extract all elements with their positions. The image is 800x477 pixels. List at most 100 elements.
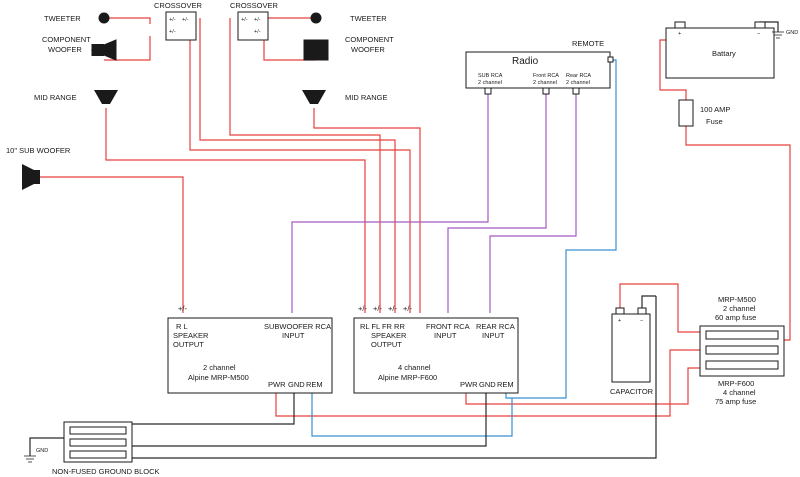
fuse-to-fuseblock-wire — [685, 126, 791, 341]
f600-name-1: 4 channel — [398, 363, 431, 372]
fuse-slot-icon — [705, 360, 779, 370]
left-mid-wire — [105, 108, 366, 313]
right-woofer: COMPONENT WOOFER — [303, 35, 394, 61]
mid-right-label: MID RANGE — [345, 93, 388, 102]
crossover-terminal: +/- — [254, 29, 261, 35]
battery-box — [665, 27, 775, 79]
m500-gnd-wire — [130, 393, 295, 425]
radio-sub-label-2: 2 channel — [478, 80, 502, 86]
left-woofer: COMPONENT WOOFER — [42, 35, 117, 61]
crossover-terminal: +/- — [169, 29, 176, 35]
fuse-slot-icon — [705, 330, 779, 340]
woofer-right-label-1: COMPONENT — [345, 35, 394, 44]
tweeter-left-label: TWEETER — [44, 14, 81, 23]
m500-gnd: GND — [288, 380, 305, 389]
f600-pwr: PWR — [460, 380, 478, 389]
battery-terminal-icon — [674, 21, 686, 29]
ground-block-to-earth-wire — [29, 437, 64, 456]
rca-jack-icon — [572, 87, 580, 95]
left-crossover-wire-2 — [199, 18, 396, 313]
left-tweeter: TWEETER — [44, 12, 110, 24]
amp-m500: +/- R L SPEAKER OUTPUT SUBWOOFER RCA INP… — [167, 304, 333, 394]
fuse-icon — [678, 99, 694, 127]
radio-front-label-2: 2 channel — [533, 80, 557, 86]
right-woofer-wire — [263, 36, 316, 61]
ground-slot-icon — [69, 450, 127, 459]
m500-remote-wire — [311, 393, 513, 437]
remote-wires — [311, 59, 617, 437]
crossover-box — [165, 11, 197, 41]
fuseblock-to-cap-wire — [619, 283, 700, 333]
m500-speaker-out-1: R L — [176, 322, 188, 331]
fuseblock-to-m500-pwr-wire — [275, 349, 700, 417]
f600-front-in-1: FRONT RCA — [426, 322, 470, 331]
f600-front-in-2: INPUT — [434, 331, 457, 340]
crossover-terminal: +/- — [241, 17, 248, 23]
rear-rca-wire — [489, 93, 577, 313]
radio-sub-label-1: SUB RCA — [478, 73, 503, 79]
woofer-left-label-2: WOOFER — [48, 45, 82, 54]
capacitor: + − CAPACITOR — [610, 307, 654, 396]
radio-label: Radio — [512, 56, 539, 67]
right-mid-wire — [313, 108, 421, 313]
fuse-block-top-3: 60 amp fuse — [715, 313, 756, 322]
cap-gnd-wire — [130, 296, 657, 459]
battery: + − Battary GND — [665, 21, 798, 79]
f600-polarity-fr: +/- — [388, 304, 397, 313]
remote-terminal-icon — [607, 56, 614, 63]
sub-woofer-icon — [22, 164, 40, 190]
cap-minus: − — [640, 318, 643, 324]
fuseblock-to-f600-pwr-wire — [465, 367, 700, 405]
cap-terminal-icon — [615, 307, 625, 315]
battery-minus: − — [757, 31, 760, 37]
right-tweeter-wire — [263, 17, 316, 24]
ground-block-label: NON-FUSED GROUND BLOCK — [52, 467, 160, 476]
tweeter-icon — [310, 12, 322, 24]
left-mid: MID RANGE — [34, 90, 118, 104]
f600-polarity-fl: +/- — [373, 304, 382, 313]
tweeter-icon — [98, 12, 110, 24]
left-crossover-wire — [189, 28, 411, 313]
mid-range-icon — [302, 90, 326, 104]
crossover-terminal: +/- — [169, 17, 176, 23]
fuse-block: MRP-M500 2 channel 60 amp fuse MRP-F600 … — [699, 295, 785, 406]
m500-rem: REM — [306, 380, 323, 389]
ground-icon — [772, 31, 784, 39]
battery-terminal-icon — [754, 21, 766, 29]
rca-wires — [291, 93, 577, 313]
f600-gnd: GND — [479, 380, 496, 389]
mid-range-icon — [94, 90, 118, 104]
fuse-block-bottom-1: MRP-F600 — [718, 379, 754, 388]
battery-gnd-label: GND — [786, 30, 798, 36]
right-tweeter: TWEETER — [310, 12, 387, 24]
capacitor-label: CAPACITOR — [610, 387, 654, 396]
fuse-block-top-2: 2 channel — [723, 304, 756, 313]
m500-rca-in-1: SUBWOOFER RCA — [264, 322, 331, 331]
left-crossover: +/- +/- +/- CROSSOVER — [154, 1, 203, 41]
radio-rear-label-1: Rear RCA — [566, 73, 591, 79]
ground-slot-icon — [69, 438, 127, 447]
rca-jack-icon — [484, 87, 492, 95]
crossover-terminal: +/- — [182, 17, 189, 23]
f600-speaker-out-2: SPEAKER — [371, 331, 407, 340]
tweeter-right-label: TWEETER — [350, 14, 387, 23]
battery-plus: + — [678, 31, 681, 37]
f600-gnd-wire — [130, 393, 487, 447]
ground-wires — [29, 21, 779, 459]
sub-rca-wire — [291, 93, 489, 313]
left-tweeter-wire — [104, 17, 151, 24]
crossover-terminal: +/- — [254, 17, 261, 23]
f600-rem: REM — [497, 380, 514, 389]
cap-plus: + — [618, 318, 621, 324]
fuse-label-2: Fuse — [706, 117, 723, 126]
radio-rear-label-2: 2 channel — [566, 80, 590, 86]
fuse-slot-icon — [705, 345, 779, 355]
radio-box — [465, 51, 611, 89]
capacitor-box — [611, 313, 651, 383]
right-crossover-wire — [229, 18, 381, 313]
left-woofer-wire — [104, 36, 151, 61]
f600-rear-in-2: INPUT — [482, 331, 505, 340]
radio: Radio SUB RCA 2 channel Front RCA 2 chan… — [465, 39, 614, 95]
amp-f600: +/- +/- +/- +/- RL FL FR RR SPEAKER OUTP… — [353, 304, 519, 394]
